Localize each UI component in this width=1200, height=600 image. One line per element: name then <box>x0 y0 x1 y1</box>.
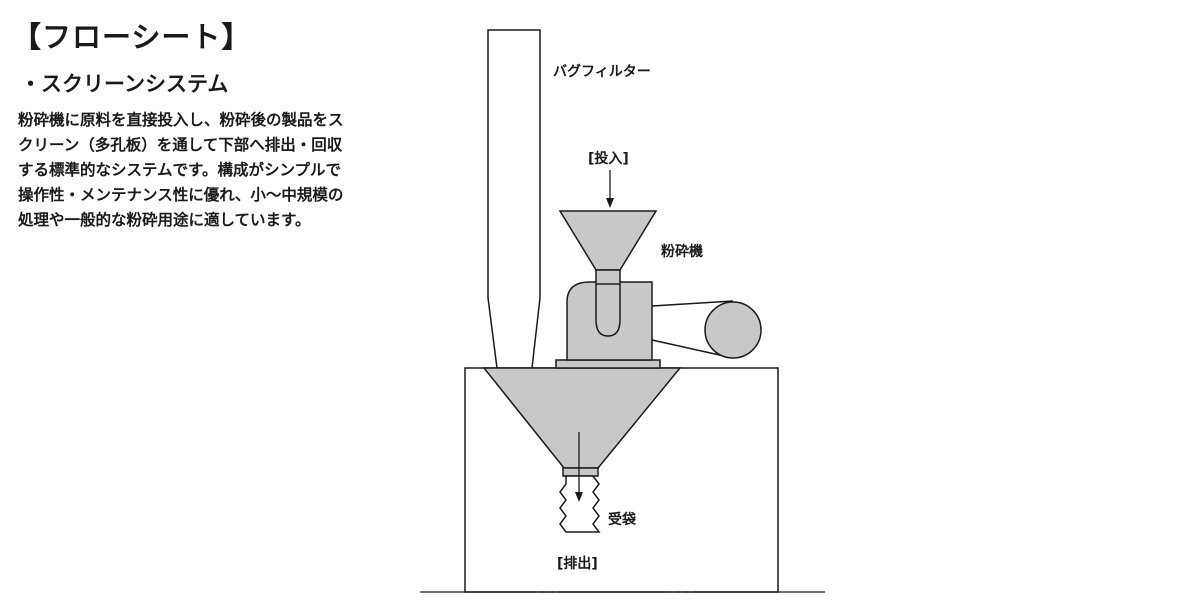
hopper-neck <box>595 269 621 285</box>
section-title: ・スクリーンシステム <box>20 72 229 96</box>
discharge-label: [排出] <box>557 555 598 572</box>
belt-upper <box>651 300 734 307</box>
page-title: 【フローシート】 <box>12 20 252 54</box>
motor-pulley <box>704 301 762 359</box>
bag-filter <box>487 29 541 369</box>
cone-outlet <box>562 467 599 477</box>
description-line: 操作性・メンテナンス性に優れ、小～中規模の <box>18 186 344 204</box>
feed-chute <box>595 284 621 337</box>
description-line: 粉砕機に原料を直接投入し、粉砕後の製品をス <box>18 111 344 129</box>
hopper <box>558 210 658 271</box>
description: 粉砕機に原料を直接投入し、粉砕後の製品をス クリーン（多孔板）を通して下部へ排出… <box>18 108 448 233</box>
description-line: クリーン（多孔板）を通して下部へ排出・回収 <box>18 136 343 154</box>
bag-filter-label: バグフィルター <box>553 63 651 80</box>
receiving-bag <box>559 475 601 533</box>
crusher-base-plate <box>555 359 661 369</box>
description-line: する標準的なシステムです。構成がシンプルで <box>18 161 342 179</box>
receiving-bag-label: 受袋 <box>608 511 637 528</box>
crusher-label: 粉砕機 <box>661 243 703 260</box>
input-arrow-head <box>606 198 614 208</box>
description-line: 処理や一般的な粉砕用途に適しています。 <box>18 211 311 229</box>
crusher-body <box>566 281 653 361</box>
discharge-arrow-head <box>575 492 583 502</box>
input-label: [投入] <box>588 151 629 167</box>
